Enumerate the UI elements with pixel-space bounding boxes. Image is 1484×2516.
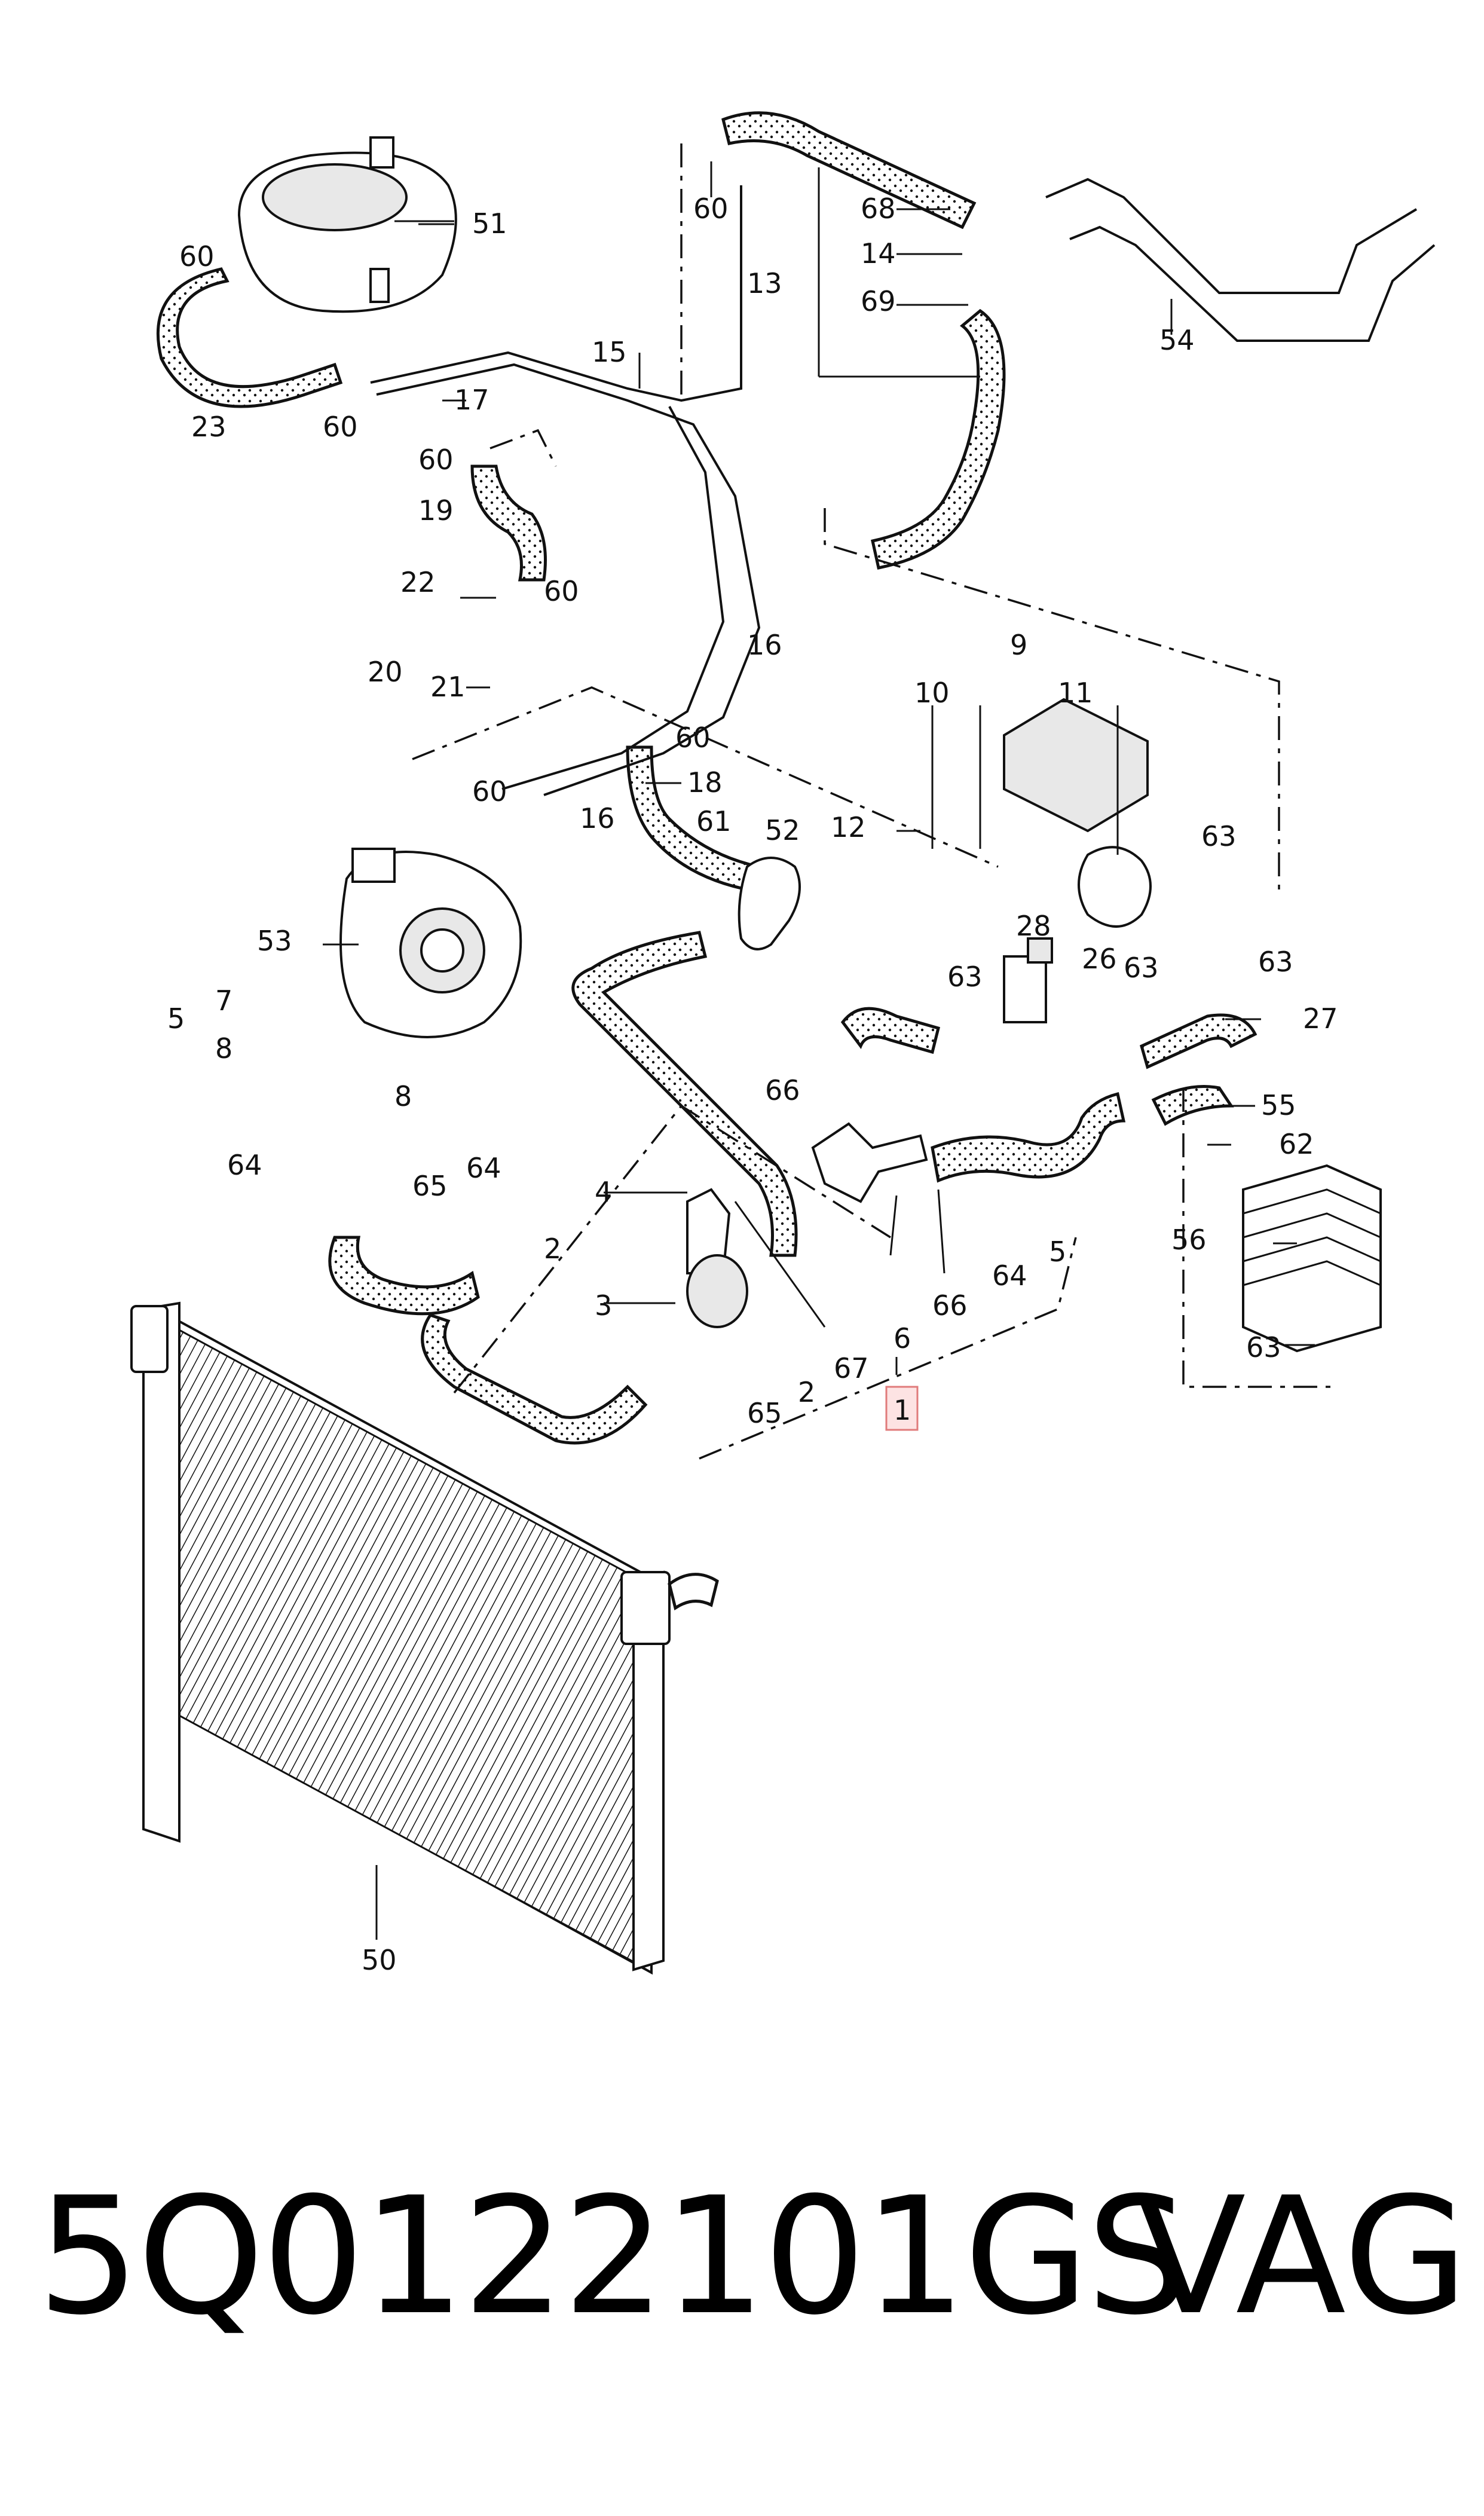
label-23: 23: [191, 411, 227, 443]
label-51: 51: [472, 207, 507, 240]
label-60-f: 60: [675, 722, 711, 754]
label-2-b: 2: [798, 1376, 815, 1408]
highlight-box: [885, 1386, 919, 1431]
label-11: 11: [1058, 677, 1093, 709]
label-60-d: 60: [418, 444, 454, 476]
label-16-a: 16: [747, 629, 782, 661]
label-53: 53: [257, 925, 292, 957]
label-22: 22: [400, 566, 436, 598]
label-68: 68: [861, 192, 896, 225]
label-8-b: 8: [394, 1080, 412, 1112]
label-9: 9: [1010, 629, 1027, 661]
label-63-b: 63: [947, 961, 983, 993]
label-64-c: 64: [992, 1259, 1027, 1292]
brand-caption: VAG: [1136, 2162, 1468, 2350]
label-67: 67: [834, 1352, 869, 1384]
label-61: 61: [696, 805, 732, 837]
label-66-a: 66: [765, 1074, 800, 1106]
engine-components: [339, 178, 1436, 1353]
label-4: 4: [595, 1176, 612, 1208]
label-15: 15: [592, 336, 627, 368]
label-63-e: 63: [1246, 1331, 1281, 1364]
coolant-pipe: [370, 185, 761, 796]
label-2-a: 2: [544, 1233, 561, 1265]
label-54: 54: [1159, 324, 1195, 356]
label-6: 6: [894, 1322, 911, 1355]
label-60-e: 60: [544, 575, 579, 607]
label-5-a: 5: [167, 1002, 185, 1035]
radiator: [130, 1301, 719, 1975]
label-14: 14: [861, 237, 896, 270]
label-63-c: 63: [1124, 952, 1159, 984]
label-17: 17: [454, 384, 489, 416]
label-16-b: 16: [580, 802, 615, 834]
label-65-a: 65: [412, 1170, 448, 1202]
label-60-g: 60: [472, 775, 507, 808]
label-18: 18: [687, 766, 723, 799]
label-20: 20: [368, 656, 403, 688]
label-7: 7: [215, 985, 232, 1017]
label-60-c: 60: [323, 411, 358, 443]
label-65-b: 65: [747, 1397, 782, 1429]
label-1-highlighted: 1: [894, 1394, 911, 1426]
label-62: 62: [1279, 1128, 1314, 1160]
label-64-b: 64: [466, 1152, 501, 1184]
label-56: 56: [1171, 1224, 1207, 1256]
label-27: 27: [1303, 1002, 1338, 1035]
label-10: 10: [914, 677, 950, 709]
leader-lines: [323, 161, 1315, 1375]
part-number-caption: 5Q0122101GS: [37, 2162, 1189, 2350]
label-50: 50: [362, 1944, 397, 1976]
part-labels: 60 51 60 23 60 17 15 60 19 22 60 20 21 1…: [167, 192, 1338, 1976]
label-5-b: 5: [1049, 1236, 1066, 1268]
label-63-d: 63: [1258, 946, 1293, 978]
label-66-b: 66: [932, 1289, 968, 1322]
label-64-a: 64: [227, 1149, 262, 1181]
exploded-parts-diagram: 60 51 60 23 60 17 15 60 19 22 60 20 21 1…: [130, 111, 1436, 1976]
assembly-boundaries: [412, 143, 1333, 1460]
label-13: 13: [747, 267, 782, 299]
label-55: 55: [1261, 1089, 1296, 1121]
label-3: 3: [595, 1289, 612, 1322]
label-69: 69: [861, 285, 896, 317]
label-8-a: 8: [215, 1032, 232, 1065]
label-26: 26: [1082, 943, 1117, 975]
label-60-b: 60: [693, 192, 729, 225]
label-28: 28: [1016, 910, 1051, 942]
label-60-a: 60: [179, 240, 215, 273]
label-19: 19: [418, 494, 454, 527]
label-12: 12: [831, 811, 866, 843]
label-52: 52: [765, 814, 800, 846]
label-63-a: 63: [1201, 820, 1237, 852]
label-21: 21: [430, 671, 466, 703]
expansion-tank: [237, 136, 457, 313]
